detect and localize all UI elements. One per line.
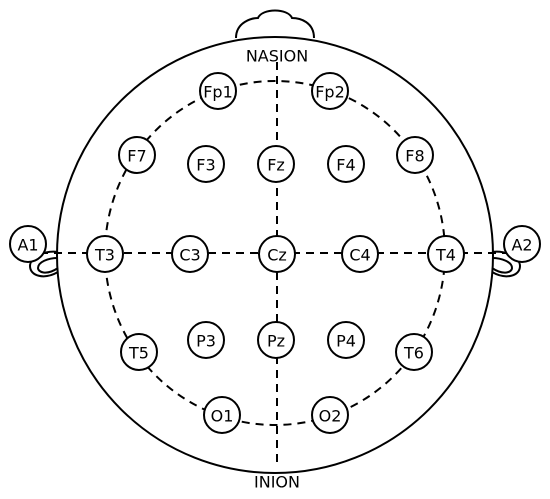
svg-text:Fp2: Fp2: [315, 83, 345, 102]
electrode-p3: P3: [187, 321, 225, 359]
svg-text:Cz: Cz: [267, 246, 287, 265]
inion-label: INION: [254, 473, 300, 492]
electrode-pz: Pz: [257, 321, 295, 359]
electrode-f3: F3: [187, 145, 225, 183]
svg-text:Fz: Fz: [267, 156, 285, 175]
svg-text:C4: C4: [349, 246, 370, 265]
svg-text:F3: F3: [196, 156, 215, 175]
head-outline: [56, 36, 494, 474]
electrode-t5: T5: [120, 333, 158, 371]
electrode-t3: T3: [86, 235, 124, 273]
svg-text:C3: C3: [179, 246, 200, 265]
electrode-a1: A1: [9, 225, 47, 263]
electrode-f8: F8: [396, 136, 434, 174]
electrode-a2: A2: [503, 225, 541, 263]
electrode-fp1: Fp1: [199, 72, 237, 110]
svg-text:T4: T4: [435, 246, 456, 265]
electrode-f4: F4: [327, 145, 365, 183]
svg-text:P4: P4: [336, 332, 356, 351]
electrode-o2: O2: [311, 396, 349, 434]
electrode-t6: T6: [395, 333, 433, 371]
svg-text:O1: O1: [211, 407, 234, 426]
electrode-t4: T4: [427, 235, 465, 273]
electrode-o1: O1: [203, 396, 241, 434]
svg-text:T3: T3: [94, 246, 115, 265]
svg-text:F8: F8: [405, 147, 424, 166]
electrode-f7: F7: [118, 136, 156, 174]
electrode-p4: P4: [327, 321, 365, 359]
svg-text:F4: F4: [336, 156, 355, 175]
electrode-c4: C4: [341, 235, 379, 273]
electrode-fp2: Fp2: [311, 72, 349, 110]
svg-text:T5: T5: [128, 344, 149, 363]
electrode-cz: Cz: [258, 235, 296, 273]
svg-text:T6: T6: [403, 344, 424, 363]
nasion-label: NASION: [246, 47, 308, 66]
svg-text:Pz: Pz: [267, 332, 285, 351]
electrode-c3: C3: [171, 235, 209, 273]
svg-text:A2: A2: [511, 236, 532, 255]
nose-outline: [235, 9, 315, 39]
svg-text:P3: P3: [196, 332, 216, 351]
svg-text:F7: F7: [127, 147, 146, 166]
electrode-fz: Fz: [257, 145, 295, 183]
svg-text:O2: O2: [319, 407, 342, 426]
svg-text:Fp1: Fp1: [203, 83, 233, 102]
svg-text:A1: A1: [17, 236, 38, 255]
